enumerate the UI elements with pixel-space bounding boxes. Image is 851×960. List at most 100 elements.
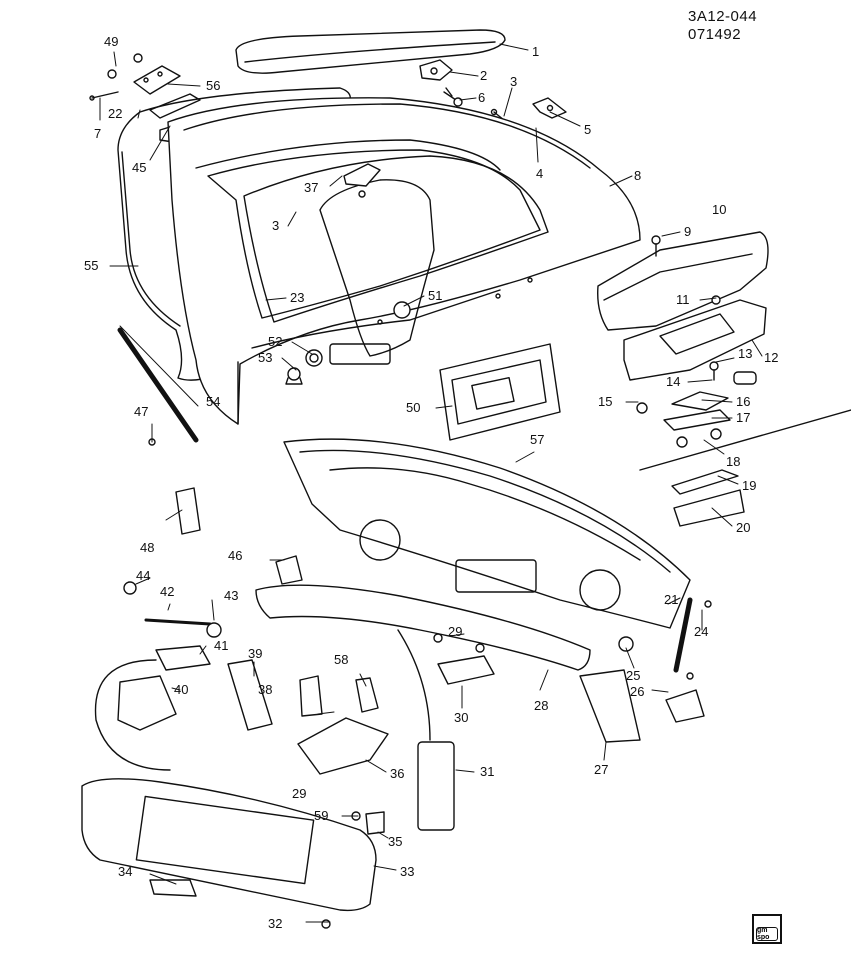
hinge-19	[671, 469, 739, 495]
liftgate-frame-8	[167, 97, 641, 425]
bumper-53	[285, 367, 303, 385]
bolt-6	[443, 87, 463, 107]
cover-27	[579, 669, 641, 743]
bracket-48	[175, 487, 201, 535]
callout-40: 40	[174, 682, 188, 697]
rear-spoiler	[235, 29, 506, 74]
callout-32: 32	[268, 916, 282, 931]
callout-18: 18	[726, 454, 740, 469]
bracket-58	[355, 677, 379, 713]
studs-24	[686, 600, 712, 680]
clip-46	[275, 555, 303, 585]
callout-33: 33	[400, 864, 414, 879]
actuator-31	[417, 741, 455, 831]
bumper-25	[618, 636, 634, 652]
callout-13: 13	[738, 346, 752, 361]
callout-26: 26	[630, 684, 644, 699]
callout-49: 49	[104, 34, 118, 49]
callout-29-a: 29	[448, 624, 462, 639]
gm-spo-logo-icon: gm spo	[752, 914, 782, 944]
strut-21	[673, 597, 693, 673]
callout-28: 28	[534, 698, 548, 713]
date-code: 071492	[688, 26, 742, 43]
callout-12: 12	[764, 350, 778, 365]
lock-rod	[397, 629, 431, 741]
callout-46: 46	[228, 548, 242, 563]
bracket-16	[671, 391, 729, 411]
trim-panel-33	[81, 778, 377, 912]
callout-22: 22	[108, 106, 122, 121]
callout-54: 54	[206, 394, 220, 409]
callout-6: 6	[478, 90, 485, 105]
stud-14	[709, 361, 719, 381]
callout-35: 35	[388, 834, 402, 849]
callout-37: 37	[304, 180, 318, 195]
callout-25: 25	[626, 668, 640, 683]
callout-labels: 1 2 3 3 4 5 6 7 8 9 10 11 12 13 14 15 16…	[84, 34, 778, 931]
bolt-7	[89, 91, 119, 101]
screw-9	[651, 235, 661, 257]
callout-56: 56	[206, 78, 220, 93]
callout-21: 21	[664, 592, 678, 607]
callout-17: 17	[736, 410, 750, 425]
callout-7: 7	[94, 126, 101, 141]
callout-58: 58	[334, 652, 348, 667]
callout-45: 45	[132, 160, 146, 175]
window-stop-37	[343, 163, 381, 198]
callout-48: 48	[140, 540, 154, 555]
callout-4: 4	[536, 166, 543, 181]
latch-26	[665, 689, 705, 723]
callout-52: 52	[268, 334, 282, 349]
callout-9: 9	[684, 224, 691, 239]
lamp-bezel-50	[439, 343, 561, 441]
latch-40	[117, 675, 177, 731]
drawing-code: 3A12-044	[688, 8, 758, 25]
callout-27: 27	[594, 762, 608, 777]
plate-17	[663, 409, 731, 431]
callout-1: 1	[532, 44, 539, 59]
leader-lines	[99, 43, 763, 923]
bracket-39	[227, 659, 273, 731]
callout-16: 16	[736, 394, 750, 409]
callout-36: 36	[390, 766, 404, 781]
cable	[94, 659, 171, 771]
callout-23: 23	[290, 290, 304, 305]
callout-47: 47	[134, 404, 148, 419]
striker-30	[437, 655, 495, 685]
logo-mark: gm spo	[756, 927, 778, 941]
screw-32	[321, 919, 331, 929]
grommet-44	[123, 581, 137, 595]
callout-42: 42	[160, 584, 174, 599]
trim-panel-28	[255, 584, 591, 671]
callout-34: 34	[118, 864, 132, 879]
bulb-15	[636, 402, 648, 414]
rod-42	[144, 618, 212, 626]
bracket-38	[299, 675, 323, 717]
strut-54	[117, 327, 199, 443]
bolts-29	[433, 633, 485, 653]
clip-35	[365, 811, 385, 835]
callout-43: 43	[224, 588, 238, 603]
bolts-49	[107, 53, 143, 79]
lock-cylinder-43	[206, 622, 222, 638]
callout-41: 41	[214, 638, 228, 653]
callout-51: 51	[428, 288, 442, 303]
bumper-51	[393, 301, 411, 319]
callout-15: 15	[598, 394, 612, 409]
callout-20: 20	[736, 520, 750, 535]
callout-11: 11	[676, 292, 690, 307]
handle-41	[155, 645, 211, 671]
callout-5: 5	[584, 122, 591, 137]
grommet-52	[305, 349, 323, 367]
housing-12	[623, 299, 767, 381]
hinge-plate-56	[133, 65, 181, 95]
hinge-bracket-2	[419, 59, 453, 81]
housing-10	[597, 231, 769, 331]
callout-29-b: 29	[292, 786, 306, 801]
callout-38: 38	[258, 682, 272, 697]
callout-59: 59	[314, 808, 328, 823]
bulb-13	[733, 371, 757, 385]
callout-3-a: 3	[510, 74, 517, 89]
callout-10: 10	[712, 202, 726, 217]
hinge-bracket-5	[532, 97, 567, 119]
